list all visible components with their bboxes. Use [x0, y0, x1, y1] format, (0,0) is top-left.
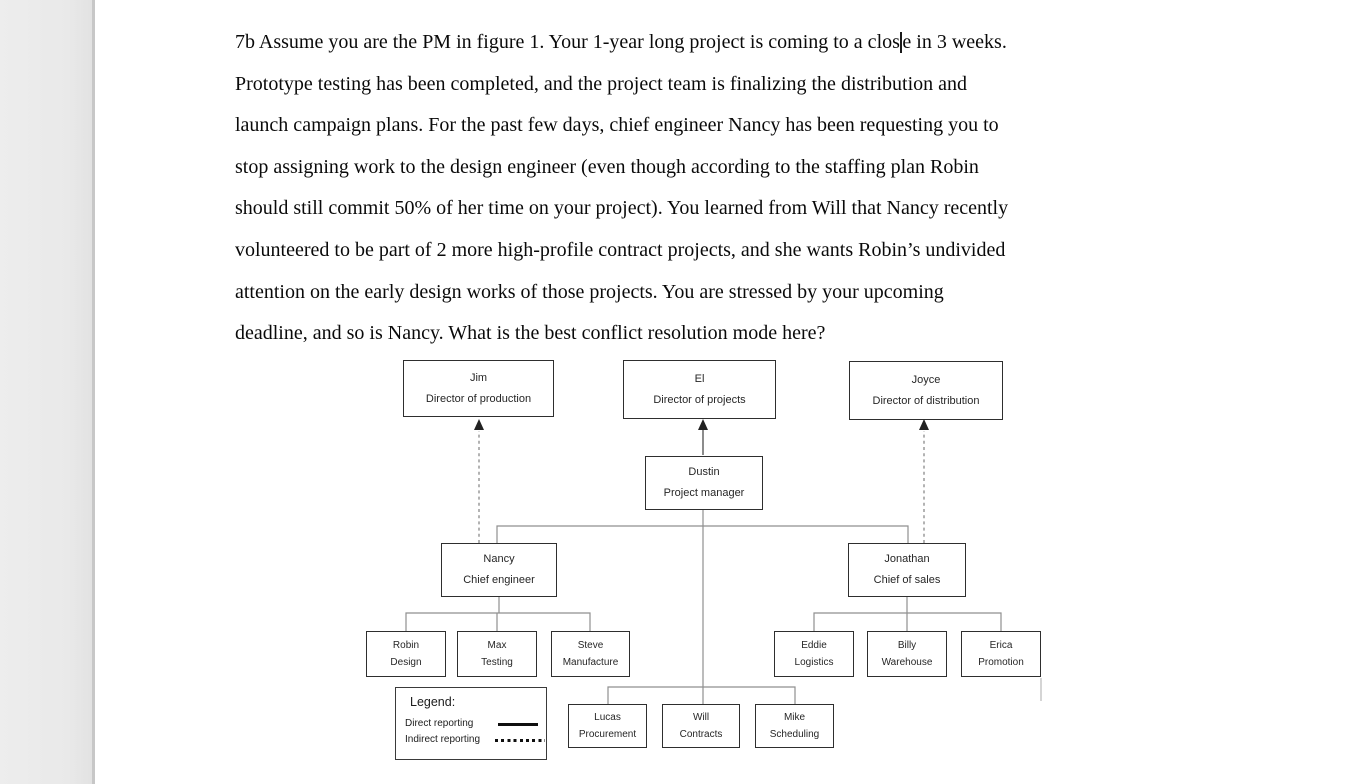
- org-box-jonathan[interactable]: Jonathan Chief of sales: [848, 543, 966, 597]
- legend-box: Legend: Direct reporting Indirect report…: [395, 687, 547, 760]
- org-box-lucas[interactable]: Lucas Procurement: [568, 704, 647, 748]
- org-box-role: Testing: [481, 657, 513, 668]
- org-box-eddie[interactable]: Eddie Logistics: [774, 631, 854, 677]
- org-box-name: Eddie: [801, 640, 827, 651]
- org-box-role: Director of distribution: [872, 394, 980, 407]
- org-box-el[interactable]: El Director of projects: [623, 360, 776, 419]
- org-box-name: Erica: [989, 640, 1013, 651]
- arrow-jonathan-joyce-head: [919, 419, 929, 430]
- legend-direct-label: Direct reporting: [405, 718, 474, 729]
- org-box-dustin[interactable]: Dustin Project manager: [645, 456, 763, 510]
- org-box-name: Steve: [577, 640, 604, 651]
- org-box-role: Warehouse: [881, 657, 933, 668]
- org-box-role: Contracts: [679, 729, 723, 740]
- legend-indirect-label: Indirect reporting: [405, 734, 481, 745]
- paragraph-line[interactable]: stop assigning work to the design engine…: [235, 155, 979, 178]
- connector-dustin-chiefs: [496, 525, 909, 543]
- org-box-name: Joyce: [911, 373, 941, 386]
- arrow-dustin-el-head: [698, 419, 708, 430]
- org-box-name: Nancy: [483, 553, 515, 565]
- org-box-role: Promotion: [978, 657, 1024, 668]
- org-box-name: Mike: [783, 712, 806, 723]
- org-box-role: Design: [390, 657, 422, 668]
- org-box-role: Director of projects: [653, 393, 746, 406]
- text-caret: [900, 31, 902, 53]
- arrow-nancy-jim-head: [474, 419, 484, 430]
- paragraph-line[interactable]: should still commit 50% of her time on y…: [235, 197, 1009, 220]
- org-box-nancy[interactable]: Nancy Chief engineer: [441, 543, 557, 597]
- paragraph-line[interactable]: Prototype testing has been completed, an…: [235, 72, 968, 95]
- org-box-role: Logistics: [794, 657, 834, 668]
- org-box-name: El: [694, 372, 705, 385]
- org-box-name: Billy: [897, 640, 917, 651]
- page-left-gutter: [0, 0, 95, 784]
- direct-line-sample: [498, 723, 538, 726]
- org-box-name: Dustin: [688, 466, 720, 478]
- org-box-role: Manufacture: [562, 657, 619, 668]
- org-box-billy[interactable]: Billy Warehouse: [867, 631, 947, 677]
- org-box-name: Will: [692, 712, 710, 723]
- org-box-name: Robin: [392, 640, 420, 651]
- org-box-role: Chief of sales: [873, 574, 941, 586]
- org-box-role: Procurement: [578, 729, 637, 740]
- org-box-name: Lucas: [594, 712, 621, 723]
- paragraph-line[interactable]: deadline, and so is Nancy. What is the b…: [235, 322, 826, 345]
- legend-title: Legend:: [410, 695, 456, 709]
- org-box-will[interactable]: Will Contracts: [662, 704, 740, 748]
- org-box-name: Max: [487, 640, 507, 651]
- paragraph-line[interactable]: launch campaign plans. For the past few …: [235, 114, 999, 137]
- org-box-steve[interactable]: Steve Manufacture: [551, 631, 630, 677]
- org-box-erica[interactable]: Erica Promotion: [961, 631, 1041, 677]
- paragraph-line[interactable]: attention on the early design works of t…: [235, 280, 944, 303]
- org-box-role: Director of production: [425, 392, 532, 405]
- connector-pm-staff: [607, 686, 796, 705]
- org-box-role: Chief engineer: [463, 574, 535, 586]
- document-text-area[interactable]: 7b Assume you are the PM in figure 1. Yo…: [235, 22, 1195, 355]
- paragraph-text: 7b Assume you are the PM in figure 1. Yo…: [235, 31, 900, 53]
- paragraph-text: e in 3 weeks.: [902, 31, 1007, 53]
- org-box-robin[interactable]: Robin Design: [366, 631, 446, 677]
- paragraph-line[interactable]: 7b Assume you are the PM in figure 1. Yo…: [235, 22, 1195, 64]
- org-box-name: Jonathan: [884, 553, 930, 565]
- indirect-line-sample: [495, 739, 545, 742]
- org-box-joyce[interactable]: Joyce Director of distribution: [849, 361, 1003, 420]
- org-box-role: Project manager: [663, 487, 745, 499]
- org-box-name: Jim: [469, 371, 488, 384]
- paragraph-line[interactable]: volunteered to be part of 2 more high-pr…: [235, 238, 1006, 261]
- org-box-jim[interactable]: Jim Director of production: [403, 360, 554, 417]
- org-chart-figure[interactable]: Jim Director of production El Director o…: [0, 350, 1372, 784]
- org-box-role: Scheduling: [769, 729, 820, 740]
- connector-nancy-children: [405, 612, 591, 631]
- org-box-max[interactable]: Max Testing: [457, 631, 537, 677]
- org-box-mike[interactable]: Mike Scheduling: [755, 704, 834, 748]
